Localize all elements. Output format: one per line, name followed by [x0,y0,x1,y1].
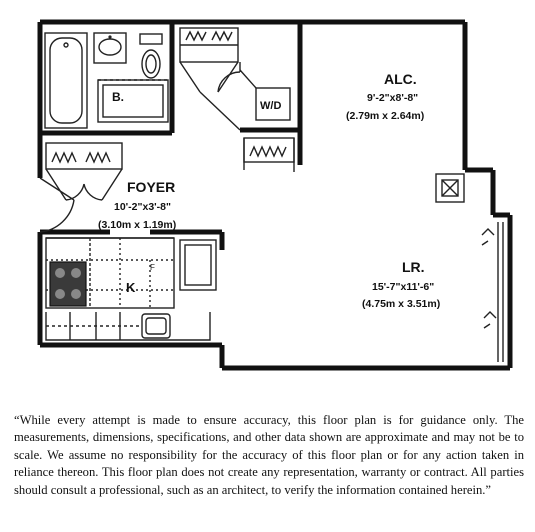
foyer-closet [45,142,123,201]
alcove-label-group: ALC. 9'-2"x8'-8" (2.79m x 2.64m) [346,71,424,122]
kitchen-appliance-marker: F [150,263,155,272]
kitchen-counter [45,237,175,309]
kitchen-lower-cabinets [45,312,211,341]
bath-vanity [97,79,169,123]
closet-top [179,27,241,131]
refrigerator [179,239,217,291]
foyer-dimensions: 10'-2"x3'-8" [114,201,171,213]
bathtub [44,32,88,129]
alcove-dimensions: 9'-2"x8'-8" [367,92,418,104]
stove [49,261,87,307]
foyer-label-group: FOYER 10'-2"x3'-8" (3.10m x 1.19m) [98,179,176,231]
washer-dryer-label: W/D [260,100,281,112]
living-room-dimensions-metric: (4.75m x 3.51m) [362,298,440,310]
closet-wd [243,137,295,172]
living-room-label-group: LR. 15'-7"x11'-6" (4.75m x 3.51m) [362,259,440,310]
foyer-label: FOYER [127,179,175,195]
alcove-dimensions-metric: (2.79m x 2.64m) [346,110,424,122]
disclaimer-text: “While every attempt is made to ensure a… [14,413,524,497]
interior-walls [40,22,303,250]
foyer-dimensions-metric: (3.10m x 1.19m) [98,219,176,231]
exterior-walls [37,19,513,371]
bathroom-sink [93,32,127,64]
alcove-label: ALC. [384,71,417,87]
floor-plan: B. W/D [37,19,513,371]
entry-door [39,177,75,233]
washer-dryer [239,69,291,121]
toilet [139,33,163,79]
living-room-label: LR. [402,259,425,275]
bath-label: B. [112,90,124,104]
kitchen-label: K [126,280,136,295]
living-room-dimensions: 15'-7"x11'-6" [372,281,434,293]
column [435,173,465,203]
window-radiator [481,222,504,362]
